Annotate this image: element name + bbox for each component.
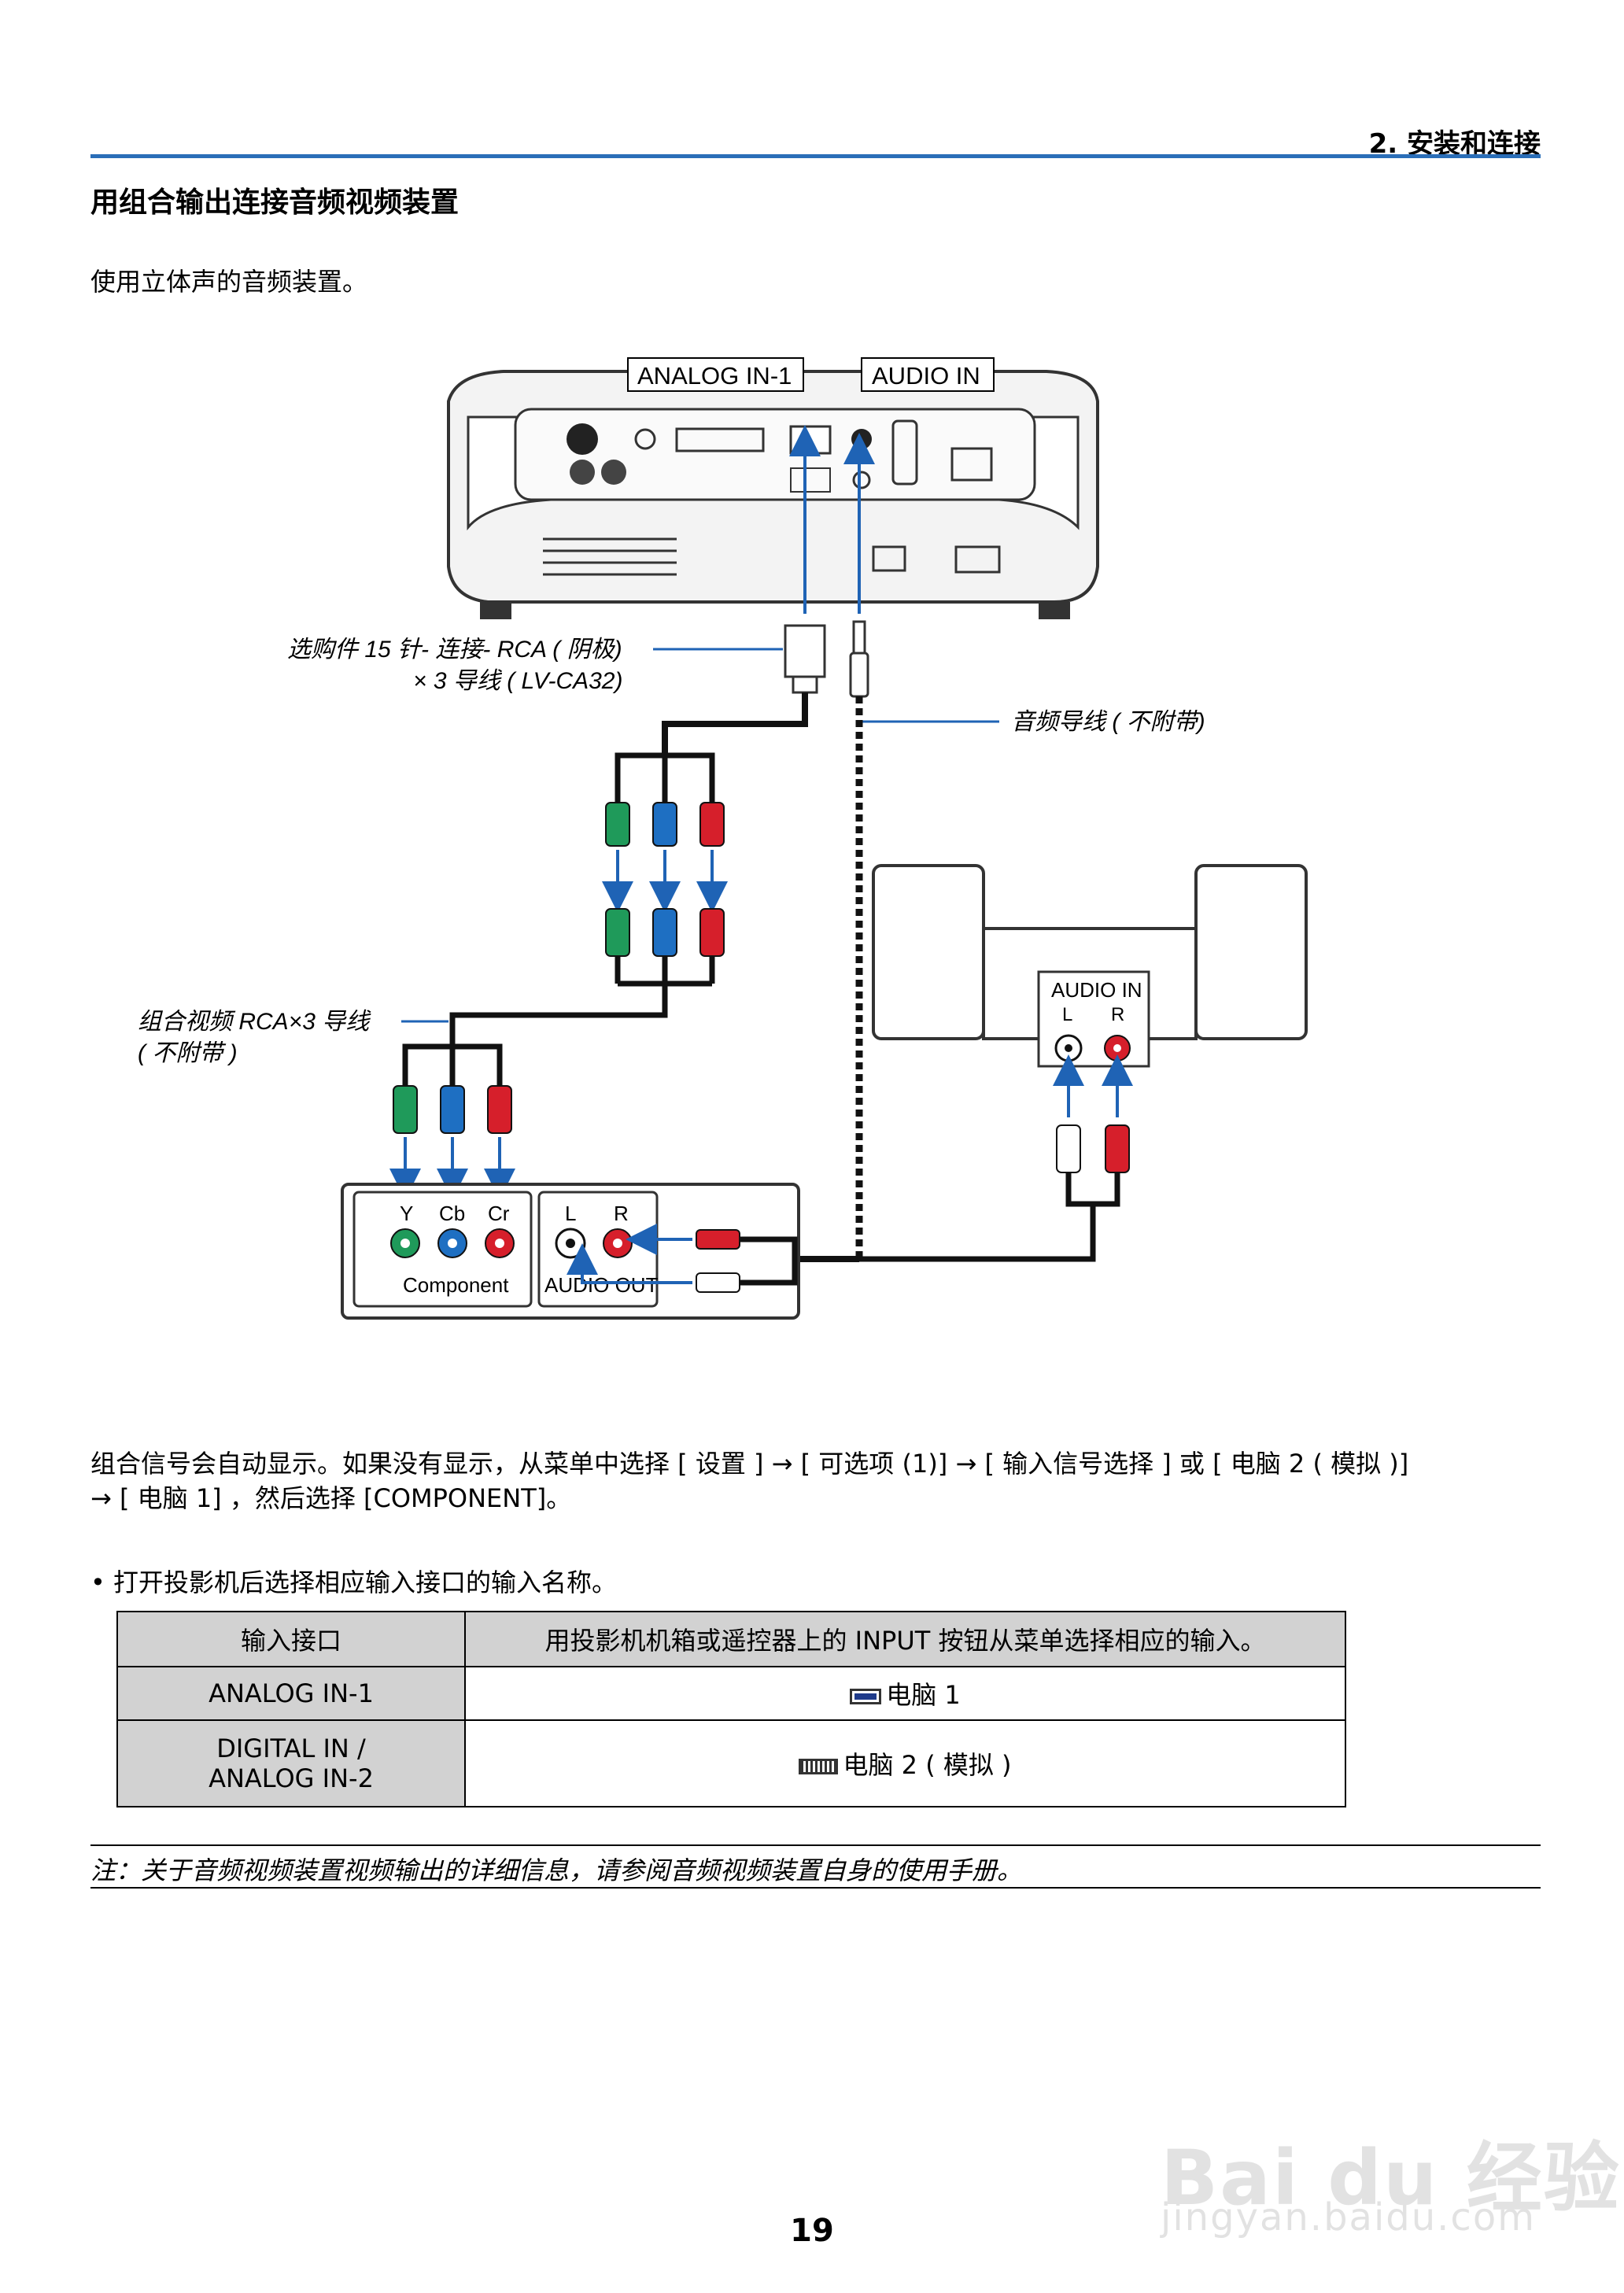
selection-label: 电脑 1: [886, 1680, 961, 1710]
table-cell-input: ANALOG IN-1: [116, 1666, 466, 1721]
table-header-right: 用投影机机箱或遥控器上的 INPUT 按钮从菜单选择相应的输入。: [464, 1611, 1346, 1667]
cable-label-line1: 选购件 15 针- 连接- RCA ( 阴极): [287, 637, 622, 663]
note-text: 注：关于音频视频装置视频输出的详细信息，请参阅音频视频装置自身的使用手册。: [90, 1855, 1023, 1885]
speakers: AUDIO IN L R: [859, 864, 1308, 1262]
instruction-paragraph: 组合信号会自动显示。如果没有显示，从菜单中选择 [ 设置 ] → [ 可选项 (…: [90, 1446, 1546, 1516]
paragraph-line-2: → [ 电脑 1] ，然后选择 [COMPONENT]。: [90, 1483, 572, 1513]
vga-connector-icon: [850, 1689, 882, 1704]
av-y-label: Y: [400, 1202, 413, 1225]
paragraph-line-1: 组合信号会自动显示。如果没有显示，从菜单中选择 [ 设置 ] → [ 可选项 (…: [90, 1449, 1409, 1479]
table-header-left: 输入接口: [116, 1611, 466, 1667]
component-plugs-upper: [602, 802, 728, 957]
connection-diagram: ANALOG IN-1 AUDIO IN 选购件 15 针- 连接- RCA (…: [138, 357, 1308, 1320]
note-rule-bottom: [90, 1887, 1541, 1889]
table-row: ANALOG IN-1 电脑 1: [116, 1666, 1346, 1721]
speaker-audio-in-label: AUDIO IN: [1051, 978, 1142, 1002]
selection-label: 电脑 2 ( 模拟 ): [843, 1750, 1012, 1780]
table-cell-selection: 电脑 1: [464, 1666, 1346, 1721]
av-cb-label: Cb: [439, 1202, 465, 1225]
input-table: 输入接口 用投影机机箱或遥控器上的 INPUT 按钮从菜单选择相应的输入。 AN…: [116, 1611, 1346, 1807]
watermark-url: jingyan.baidu.com: [1161, 2195, 1536, 2239]
audio-cable-label: 音频导线 ( 不附带): [1011, 709, 1205, 735]
speaker-l-label: L: [1062, 1004, 1072, 1025]
av-cr-label: Cr: [488, 1202, 510, 1225]
table-cell-input: DIGITAL IN / ANALOG IN-2: [116, 1719, 466, 1807]
watermark-logo: Bai du 经验: [1161, 2134, 1621, 2222]
note-rule-top: [90, 1844, 1541, 1846]
input-line-2: ANALOG IN-2: [209, 1763, 374, 1793]
component-plugs-lower: [389, 1085, 515, 1200]
av-l-label: L: [565, 1202, 576, 1225]
cable-label-line2: × 3 导线 ( LV-CA32): [413, 668, 622, 694]
component-cable-line1: 组合视频 RCA×3 导线: [138, 1009, 371, 1035]
input-line-1: DIGITAL IN /: [216, 1734, 366, 1763]
speaker-r-label: R: [1111, 1004, 1124, 1025]
intro-text: 使用立体声的音频装置。: [90, 267, 368, 297]
av-audio-out-label: AUDIO OUT: [544, 1273, 659, 1297]
table-cell-selection: 电脑 2 ( 模拟 ): [464, 1719, 1346, 1807]
bullet-text: • 打开投影机后选择相应输入接口的输入名称。: [90, 1567, 618, 1597]
dvi-connector-icon: [799, 1759, 839, 1774]
av-device: Y Cb Cr Component L R AUDIO OUT: [341, 1183, 800, 1320]
analog-in-1-label: ANALOG IN-1: [637, 362, 792, 390]
table-header-row: 输入接口 用投影机机箱或遥控器上的 INPUT 按钮从菜单选择相应的输入。: [116, 1611, 1346, 1667]
component-cable-line2: ( 不附带 ): [138, 1040, 238, 1066]
table-row: DIGITAL IN / ANALOG IN-2 电脑 2 ( 模拟 ): [116, 1719, 1346, 1807]
projector: [447, 370, 1099, 619]
audio-in-label: AUDIO IN: [872, 362, 980, 390]
page-heading: 用组合输出连接音频视频装置: [90, 186, 460, 219]
av-component-label: Component: [403, 1273, 509, 1297]
header-rule: [90, 154, 1541, 158]
page-number: 19: [790, 2213, 834, 2249]
av-r-label: R: [614, 1202, 629, 1225]
